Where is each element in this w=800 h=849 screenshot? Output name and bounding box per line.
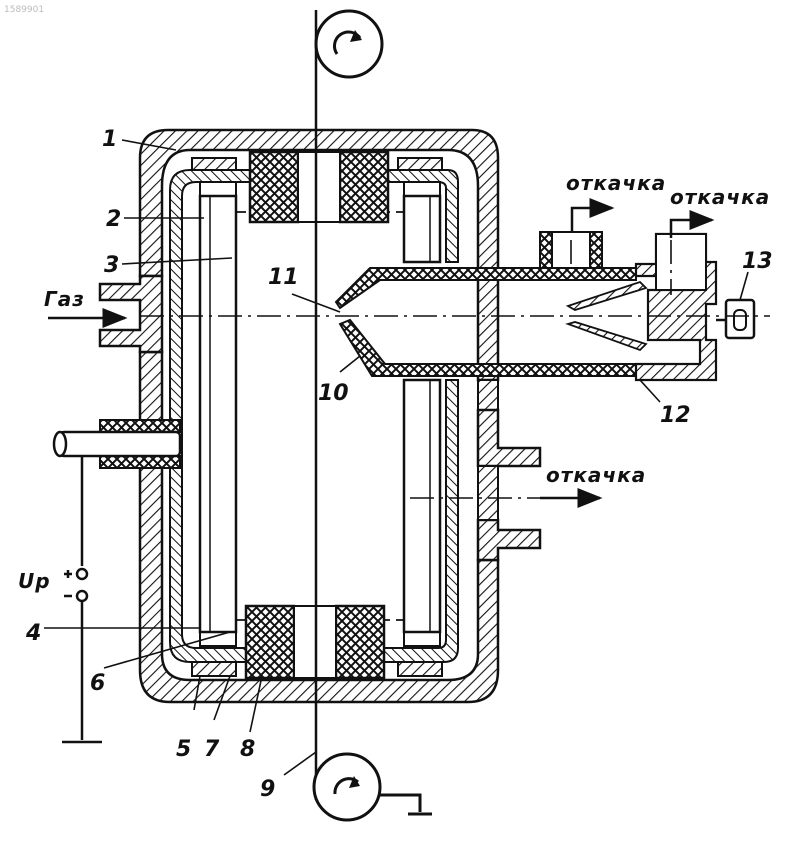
callout-12: 12 — [660, 403, 691, 428]
callout-8: 8 — [240, 737, 255, 762]
label-gas: Газ — [44, 287, 85, 311]
callout-10: 10 — [318, 381, 349, 406]
label-voltage: Uр — [18, 569, 51, 593]
callout-5: 5 — [176, 737, 191, 762]
terminal-minus-icon — [64, 591, 87, 601]
callout-1: 1 — [102, 127, 117, 152]
callout-11: 11 — [268, 265, 299, 290]
callout-3: 3 — [104, 253, 119, 278]
left-electrode-tube — [200, 196, 236, 632]
label-pump-top-right: откачка — [670, 185, 770, 209]
watermark-text: 1589901 — [4, 5, 44, 15]
callout-9: 9 — [260, 777, 275, 802]
electrical-feedthrough — [54, 420, 180, 468]
top-feedthrough — [250, 152, 388, 222]
callout-6: 6 — [90, 671, 105, 696]
callout-7: 7 — [204, 737, 220, 762]
right-electrode-tube — [404, 196, 440, 632]
beam-tube — [336, 232, 754, 380]
label-pump-top-left: откачка — [566, 171, 666, 195]
callout-4: 4 — [25, 621, 41, 646]
ground-icon — [380, 795, 432, 814]
roller-bottom-icon — [314, 754, 380, 820]
terminal-plus-icon — [64, 569, 87, 579]
callout-13: 13 — [742, 249, 773, 274]
roller-top-icon — [316, 11, 382, 77]
label-pump-right: откачка — [546, 463, 646, 487]
pump-arrow-top-left — [572, 208, 612, 232]
callout-2: 2 — [106, 207, 121, 232]
